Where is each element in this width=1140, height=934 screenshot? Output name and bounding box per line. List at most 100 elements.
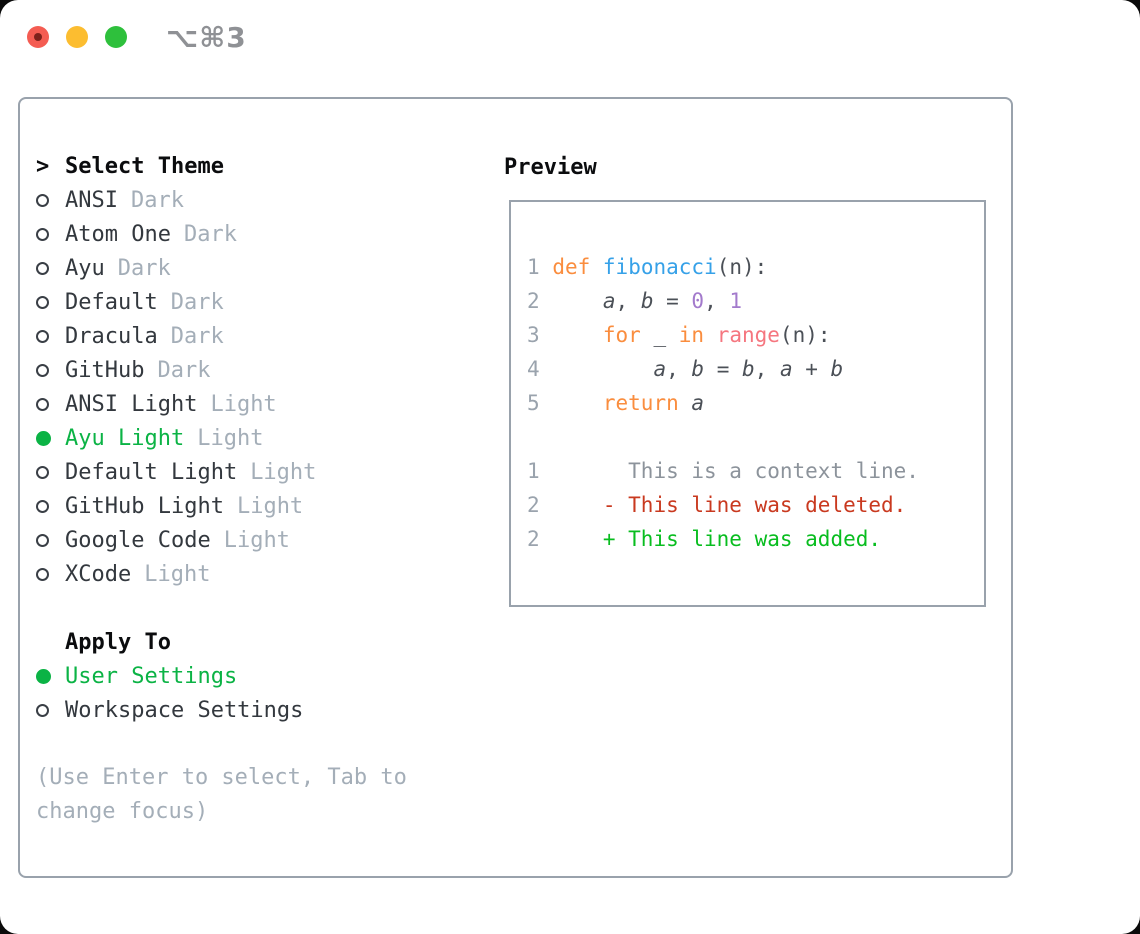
apply-option[interactable]: User Settings <box>36 659 496 693</box>
option-variant-label: Dark <box>130 187 184 213</box>
option-variant-label: Light <box>223 527 290 553</box>
help-line: change focus) <box>36 799 209 824</box>
line-number: 4 <box>527 357 540 381</box>
line-number: 2 <box>527 527 540 551</box>
theme-option[interactable]: Dracula Dark <box>36 319 496 353</box>
preview-title: Preview <box>504 155 597 180</box>
line-number: 1 <box>527 255 540 279</box>
line-number: 2 <box>527 289 540 313</box>
preview-line: 1 def fibonacci(n): <box>527 255 768 279</box>
option-label: ANSI <box>65 187 118 213</box>
apply-to-header: Apply To <box>36 625 496 659</box>
spacer <box>36 591 496 625</box>
radio-cell <box>36 499 65 513</box>
radio-icon <box>36 499 49 513</box>
option-label: GitHub <box>65 357 145 383</box>
option-variant-label: Dark <box>117 255 171 281</box>
minimize-button[interactable] <box>66 26 88 48</box>
preview-line <box>527 420 984 454</box>
option-variant-label: Light <box>197 425 264 451</box>
radio-cell <box>36 261 65 275</box>
preview-line: 1 This is a context line. <box>527 459 919 483</box>
radio-cell <box>36 465 65 479</box>
option-variant-label: Dark <box>170 323 224 349</box>
preview-line: 4 a, b = b, a + b <box>527 357 844 381</box>
option-label: GitHub Light <box>65 493 224 519</box>
option-variant-label: Dark <box>183 221 237 247</box>
theme-option[interactable]: GitHub Dark <box>36 353 496 387</box>
line-number: 5 <box>527 391 540 415</box>
radio-icon <box>36 668 51 684</box>
theme-option[interactable]: Atom One Dark <box>36 217 496 251</box>
option-variant-label: Light <box>236 493 304 519</box>
option-label: User Settings <box>65 663 238 689</box>
apply-to-list: User Settings Workspace Settings <box>36 659 496 727</box>
radio-cell <box>36 567 65 581</box>
line-number: 3 <box>527 323 540 347</box>
theme-option[interactable]: Ayu Dark <box>36 251 496 285</box>
theme-option[interactable]: ANSI Dark <box>36 183 496 217</box>
radio-icon <box>36 261 49 275</box>
radio-icon <box>36 533 49 547</box>
option-variant-label: Dark <box>170 289 224 315</box>
theme-option[interactable]: Default Dark <box>36 285 496 319</box>
option-variant-label: Dark <box>157 357 211 383</box>
radio-cell <box>36 363 65 377</box>
radio-icon <box>36 363 49 377</box>
option-variant-label: Light <box>210 391 277 417</box>
radio-icon <box>36 430 51 446</box>
help-line: (Use Enter to select, Tab to <box>36 765 407 790</box>
option-label: Ayu Light <box>65 425 185 451</box>
option-label: Default <box>65 289 158 315</box>
close-dot-icon <box>34 33 42 41</box>
radio-icon <box>36 703 49 717</box>
maximize-button[interactable] <box>105 26 127 48</box>
line-number: 1 <box>527 459 540 483</box>
radio-cell <box>36 703 65 717</box>
preview-line: 5 return a <box>527 391 705 415</box>
radio-cell <box>36 227 65 241</box>
radio-icon <box>36 567 49 581</box>
preview-line: 2 - This line was deleted. <box>527 493 907 517</box>
select-theme-header: > Select Theme <box>36 149 496 183</box>
radio-icon <box>36 295 49 309</box>
radio-cell <box>36 430 65 446</box>
option-label: XCode <box>65 561 132 587</box>
theme-option[interactable]: GitHub Light Light <box>36 489 496 523</box>
radio-icon <box>36 329 49 343</box>
close-button[interactable] <box>27 26 49 48</box>
preview-line: 2 a, b = 0, 1 <box>527 289 743 313</box>
theme-option[interactable]: ANSI Light Light <box>36 387 496 421</box>
option-label: ANSI Light <box>65 391 198 417</box>
radio-icon <box>36 465 49 479</box>
theme-option[interactable]: Ayu Light Light <box>36 421 496 455</box>
select-theme-label: Select Theme <box>65 153 224 179</box>
option-label: Workspace Settings <box>65 697 304 723</box>
help-text: (Use Enter to select, Tab to change focus… <box>36 761 496 829</box>
option-label: Atom One <box>65 221 171 247</box>
window-title: ⌥⌘3 <box>166 21 247 54</box>
preview-line: 2 + This line was added. <box>527 527 882 551</box>
radio-cell <box>36 397 65 411</box>
radio-cell <box>36 295 65 309</box>
radio-cell <box>36 193 65 207</box>
focus-prompt-icon: > <box>36 153 50 179</box>
line-number: 2 <box>527 493 540 517</box>
radio-cell <box>36 329 65 343</box>
theme-option[interactable]: Google Code Light <box>36 523 496 557</box>
radio-icon <box>36 397 49 411</box>
option-variant-label: Light <box>250 459 317 485</box>
radio-cell <box>36 668 65 684</box>
option-label: Dracula <box>65 323 158 349</box>
apply-option[interactable]: Workspace Settings <box>36 693 496 727</box>
option-label: Ayu <box>65 255 105 281</box>
theme-option[interactable]: Default Light Light <box>36 455 496 489</box>
option-label: Google Code <box>65 527 211 553</box>
option-label: Default Light <box>65 459 238 485</box>
radio-icon <box>36 193 49 207</box>
